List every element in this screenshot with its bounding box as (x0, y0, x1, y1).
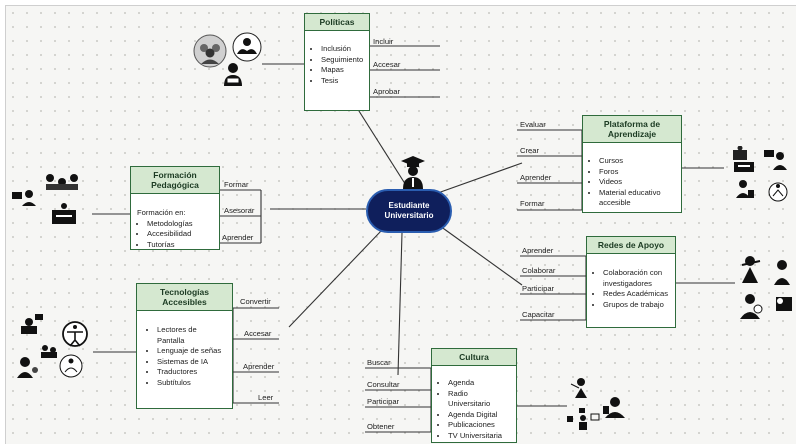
graduate-icon (400, 155, 426, 189)
branch-label: Incluir (373, 37, 394, 46)
hands-heart-icon (232, 32, 262, 67)
cultura-list: Agenda Radio Universitario Agenda Digita… (438, 378, 510, 441)
teacher-classroom-icon (733, 145, 789, 213)
list-item: Subtítulos (157, 378, 226, 389)
formacion-title: Formación Pedagógica (131, 167, 219, 194)
list-item: Inclusión (321, 44, 363, 55)
cultura-node[interactable]: Cultura Agenda Radio Universitario Agend… (431, 348, 517, 443)
plataforma-node[interactable]: Plataforma de Aprendizaje Cursos Foros V… (582, 115, 682, 213)
list-item: Sistemas de IA (157, 357, 226, 368)
online-class-icon (12, 172, 92, 239)
branch-label: Buscar (367, 358, 391, 367)
branch-label: Asesorar (224, 206, 255, 215)
list-item: Mapas (321, 65, 363, 76)
list-item: Lectores de Pantalla (157, 325, 226, 346)
support-person-icon (738, 255, 794, 326)
list-item: Traductores (157, 367, 226, 378)
list-item: Agenda (448, 378, 510, 389)
branch-label: Convertir (240, 297, 271, 306)
list-item: Videos (599, 177, 675, 188)
branch-label: Aprender (222, 233, 254, 242)
redes-node[interactable]: Redes de Apoyo Colaboración con investig… (586, 236, 676, 328)
branch-label: Accesar (373, 60, 401, 69)
center-title-line2: Universitario (384, 211, 434, 220)
list-item: Seguimiento (321, 55, 363, 66)
branch-label: Participar (367, 397, 400, 406)
branch-label: Evaluar (520, 120, 546, 129)
list-item: Redes Académicas (603, 289, 669, 300)
branch-label: Obtener (367, 422, 395, 431)
list-item: Material educativo accesible (599, 188, 675, 209)
list-item: Publicaciones (448, 420, 510, 431)
list-item: Lenguaje de señas (157, 346, 226, 357)
list-item: Tutorías (147, 240, 213, 251)
list-item: Cursos (599, 156, 675, 167)
list-item: TV Universitaria (448, 431, 510, 442)
branch-label: Formar (224, 180, 249, 189)
list-item: Accesibilidad (147, 229, 213, 240)
branch-label: Aprender (243, 362, 275, 371)
plataforma-list: Cursos Foros Videos Material educativo a… (589, 156, 675, 209)
politicas-list: Inclusión Seguimiento Mapas Tesis (311, 44, 363, 86)
formacion-list: Metodologías Accesibilidad Tutorías (137, 219, 213, 251)
branch-label: Consultar (367, 380, 400, 389)
list-item: Grupos de trabajo (603, 300, 669, 311)
branch-label: Aprobar (373, 87, 401, 96)
list-item: Metodologías (147, 219, 213, 230)
branch-label: Colaborar (522, 266, 556, 275)
radio-icon (567, 376, 637, 437)
politicas-title: Políticas (305, 14, 369, 31)
branch-label: Formar (520, 199, 545, 208)
branch-label: Accesar (244, 329, 272, 338)
accessibility-icon (15, 312, 93, 385)
redes-list: Colaboración con investigadores Redes Ac… (593, 268, 669, 310)
list-item: Tesis (321, 76, 363, 87)
plataforma-title: Plataforma de Aprendizaje (583, 116, 681, 143)
center-node[interactable]: Estudiante Universitario (366, 189, 452, 233)
list-item: Radio Universitario (448, 389, 510, 410)
branch-label: Participar (522, 284, 555, 293)
list-item: Foros (599, 167, 675, 178)
reader-person-icon (222, 62, 244, 93)
tecnologias-title: Tecnologías Accesibles (137, 284, 232, 311)
branch-label: Aprender (522, 246, 554, 255)
cultura-title: Cultura (432, 349, 516, 366)
politicas-node[interactable]: Políticas Inclusión Seguimiento Mapas Te… (304, 13, 370, 111)
list-item: Colaboración con investigadores (603, 268, 669, 289)
branch-label: Leer (258, 393, 274, 402)
people-group-icon (193, 34, 227, 73)
tecnologias-node[interactable]: Tecnologías Accesibles Lectores de Panta… (136, 283, 233, 409)
tecnologias-list: Lectores de Pantalla Lenguaje de señas S… (147, 325, 226, 388)
branch-label: Aprender (520, 173, 552, 182)
branch-label: Capacitar (522, 310, 555, 319)
branch-label: Crear (520, 146, 539, 155)
formacion-node[interactable]: Formación Pedagógica Formación en: Metod… (130, 166, 220, 250)
list-item: Agenda Digital (448, 410, 510, 421)
center-title-line1: Estudiante (388, 201, 430, 210)
formacion-intro: Formación en: (137, 208, 186, 217)
redes-title: Redes de Apoyo (587, 237, 675, 254)
